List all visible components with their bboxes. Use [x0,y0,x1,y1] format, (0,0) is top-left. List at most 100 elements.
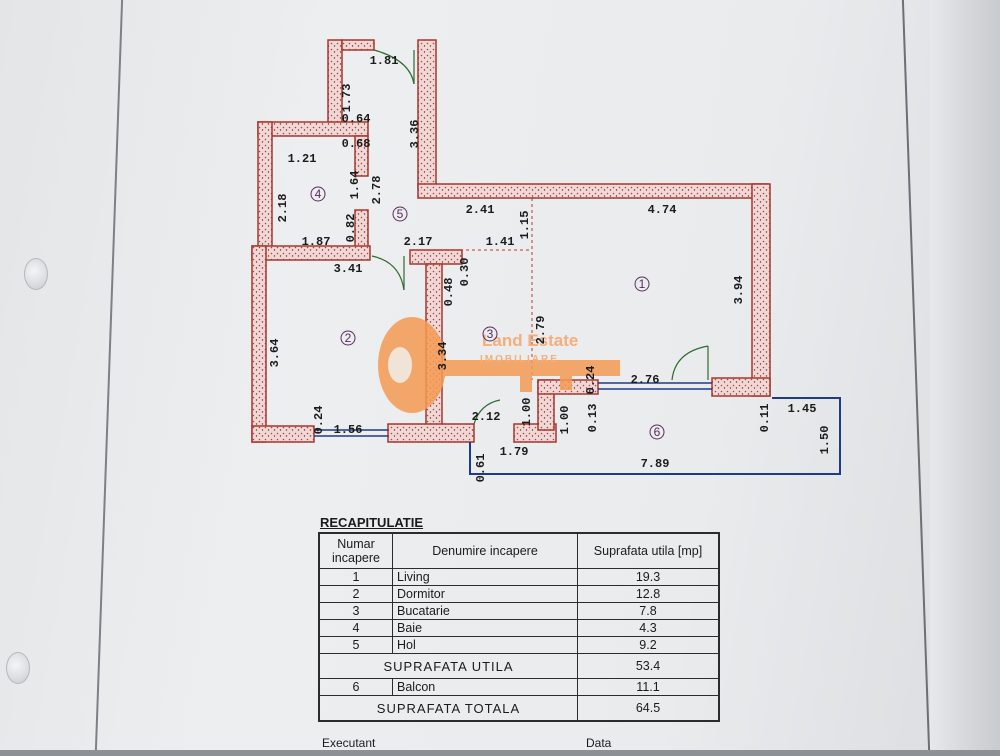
row-name: Bucatarie [392,602,578,620]
room-number: 6 [654,425,661,439]
balcony-outline [469,397,841,475]
row-nr: 3 [318,602,393,620]
wall [409,249,463,265]
room-number-circle [392,206,408,222]
dimension-label: 4.74 [648,203,677,217]
row-nr: 4 [318,619,393,637]
row-area: 19.3 [577,568,720,586]
dimension-label: 3.41 [334,262,363,276]
room-number: 1 [639,277,646,291]
total-label: SUPRAFATA TOTALA [318,695,578,722]
row-name: Baie [392,619,578,637]
dimension-label: 3.64 [268,339,282,368]
paper-edge [930,0,1000,750]
row-nr: 1 [318,568,393,586]
room-number-circle [634,276,650,292]
watermark: Land Estate IMOBILIARE [378,317,620,413]
row-area: 7.8 [577,602,720,620]
room-number: 3 [487,327,494,341]
data-label: Data [586,736,612,750]
dimension-label: 0.61 [474,454,488,483]
room-number: 4 [315,187,322,201]
watermark-key-shaft [440,360,620,376]
dimension-label: 2.12 [472,410,501,424]
dimension-label: 3.34 [436,342,450,371]
row-area: 12.8 [577,585,720,603]
header-nr: Numar incapere [318,532,393,569]
dimension-label: 7.89 [641,457,670,471]
row-area: 11.1 [577,678,720,696]
doors [371,49,709,425]
dimension-label: 1.56 [334,423,363,437]
row-area: 9.2 [577,636,720,654]
wall [251,425,315,443]
dimension-label: 2.79 [534,316,548,345]
row-nr: 2 [318,585,393,603]
dimension-label: 1.00 [558,406,572,435]
row-name: Living [392,568,578,586]
dimension-label: 3.94 [732,276,746,305]
dimension-label: 1.73 [340,84,354,113]
row-name: Dormitor [392,585,578,603]
recap-title: RECAPITULATIE [320,515,424,530]
total-value: 64.5 [577,695,720,722]
dimension-label: 2.18 [276,194,290,223]
wall [387,423,475,443]
dimension-label: 3.36 [408,120,422,149]
subtotal-value: 53.4 [577,653,720,679]
room-number: 5 [397,207,404,221]
dimension-label: 0.64 [342,112,371,126]
row-area: 4.3 [577,619,720,637]
dimension-label: 1.50 [818,426,832,455]
wall [417,39,437,189]
wall [251,245,267,443]
dimension-label: 1.79 [500,445,529,459]
row-name: Balcon [392,678,578,696]
room-numbers: 1 2 3 4 5 6 [310,186,665,440]
header-name: Denumire incapere [392,532,578,569]
dimension-label: 1.45 [788,402,817,416]
executant-label: Executant [322,736,376,750]
wall [417,183,769,199]
room-number-circle [340,330,356,346]
dimension-label: 1.81 [370,54,399,68]
dimension-label: 2.78 [370,176,384,205]
punch-hole [24,258,48,290]
room-number-circle [482,326,498,342]
dimension-label: 0.11 [758,404,772,433]
dimension-label: 1.41 [486,235,515,249]
row-name: Hol [392,636,578,654]
wall [711,377,771,397]
dimension-label: 0.30 [458,258,472,287]
punch-hole [6,652,30,684]
recap-table: Numar incapere Denumire incapere Suprafa… [318,532,720,722]
header-area: Suprafata utila [mp] [577,532,720,569]
dimension-label: 1.21 [288,152,317,166]
windows [314,382,712,437]
dimension-label: 0.24 [584,366,598,395]
walls [251,39,771,443]
room-division [442,198,533,380]
room-number: 2 [345,331,352,345]
room-number-circle [310,186,326,202]
watermark-text: Land Estate [482,331,578,350]
row-nr: 5 [318,636,393,654]
wall [751,183,771,397]
dimension-label: 0.48 [442,278,456,307]
recap-table-container: RECAPITULATIE Numar incapere Denumire in… [318,515,738,722]
dimension-label: 1.15 [518,211,532,240]
dimension-label: 0.82 [344,214,358,243]
room-number-circle [649,424,665,440]
wall [341,39,375,51]
dimension-label: 2.41 [466,203,495,217]
